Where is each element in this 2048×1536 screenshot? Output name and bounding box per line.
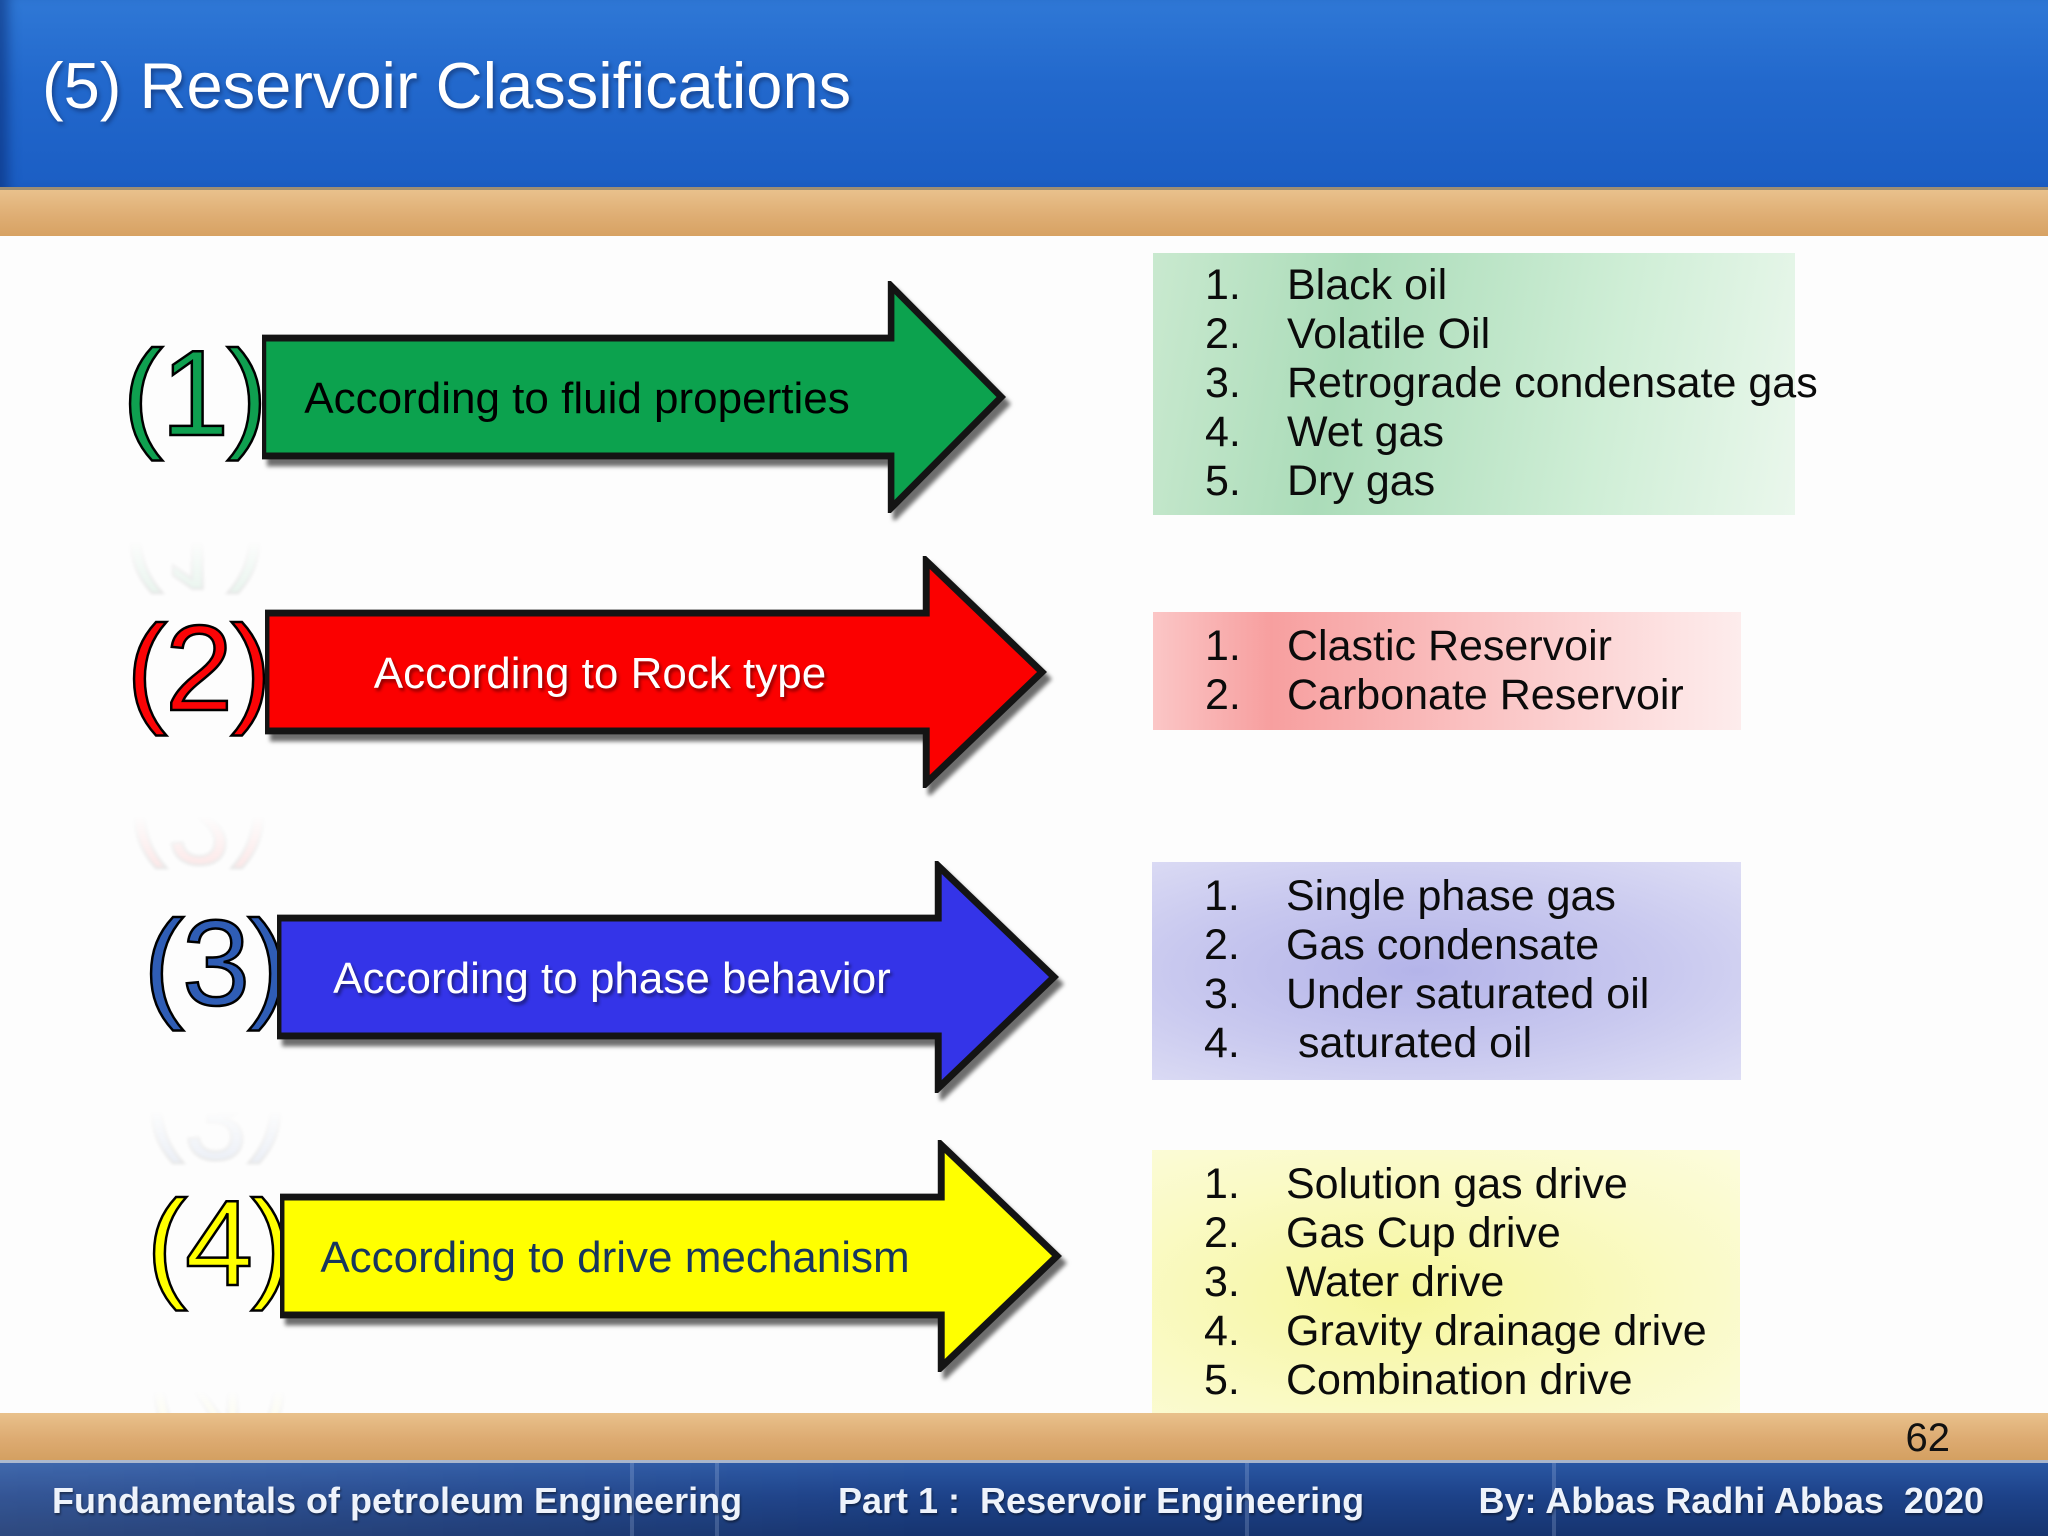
footer-course-title: Fundamentals of petroleum Engineering (52, 1480, 743, 1521)
phase-behavior-arrow-label: According to phase behavior (333, 954, 891, 1003)
drive-mechanism-arrow-icon (280, 1140, 1062, 1372)
list-item: Retrograde condensate gas (1287, 359, 1818, 407)
footer-accent-stripe (0, 1413, 2048, 1460)
list-item: Black oil (1287, 261, 1448, 309)
header-accent-stripe (0, 187, 2048, 236)
footer-bar: Fundamentals of petroleum Engineering Pa… (0, 1460, 2048, 1536)
header-bar: (5) Reservoir Classifications (0, 0, 2048, 187)
drive-mechanism-list: Solution gas drive Gas Cup drive Water d… (1152, 1150, 1740, 1415)
footer-streak (1245, 1463, 1249, 1536)
row-number-1: (1) (121, 324, 269, 463)
footer-streak (715, 1463, 719, 1536)
page-number: 62 (1905, 1416, 1951, 1460)
arrow-shape (262, 281, 1006, 513)
row-number-2-reflection: (2) (125, 753, 271, 892)
phase-behavior-arrow-icon (277, 861, 1059, 1093)
rock-type-arrow-icon (265, 556, 1047, 788)
arrow-shape (280, 1140, 1062, 1372)
list-item: saturated oil (1286, 1019, 1533, 1067)
list-item: Volatile Oil (1287, 310, 1491, 358)
list-item: Gas Cup drive (1286, 1209, 1561, 1257)
list-item: Gravity drainage drive (1286, 1307, 1707, 1355)
list-item: Dry gas (1287, 457, 1436, 505)
footer-part-title: Part 1 : Reservoir Engineering (838, 1480, 1365, 1521)
footer-author: By: Abbas Radhi Abbas 2020 (1478, 1480, 1984, 1521)
arrow-shape (277, 861, 1059, 1093)
rock-type-list: Clastic Reservoir Carbonate Reservoir (1153, 612, 1741, 730)
page-title: (5) Reservoir Classifications (42, 49, 852, 122)
list-item: Wet gas (1287, 408, 1444, 456)
row-number-3: (3) (142, 894, 290, 1033)
rock-type-arrow-label: According to Rock type (373, 649, 827, 698)
list-item: Water drive (1286, 1258, 1505, 1306)
list-item: Combination drive (1286, 1356, 1633, 1404)
row-number-4: (4) (145, 1174, 293, 1313)
arrow-shape (265, 556, 1047, 788)
row-number-2: (2) (125, 599, 273, 738)
footer-streak (1552, 1463, 1556, 1536)
list-item: Clastic Reservoir (1287, 622, 1612, 670)
phase-behavior-list: Single phase gas Gas condensate Under sa… (1152, 862, 1741, 1080)
drive-mechanism-arrow-label: According to drive mechanism (320, 1233, 910, 1282)
list-item: Gas condensate (1286, 921, 1600, 969)
fluid-properties-arrow-icon (262, 281, 1006, 513)
fluid-properties-list: Black oil Volatile Oil Retrograde conden… (1153, 253, 1818, 515)
list-item: Under saturated oil (1286, 970, 1650, 1018)
list-item: Carbonate Reservoir (1287, 671, 1684, 719)
fluid-properties-arrow-label: According to fluid properties (304, 374, 850, 423)
list-item: Single phase gas (1286, 872, 1616, 920)
footer-streak (630, 1463, 634, 1536)
list-item: Solution gas drive (1286, 1160, 1628, 1208)
